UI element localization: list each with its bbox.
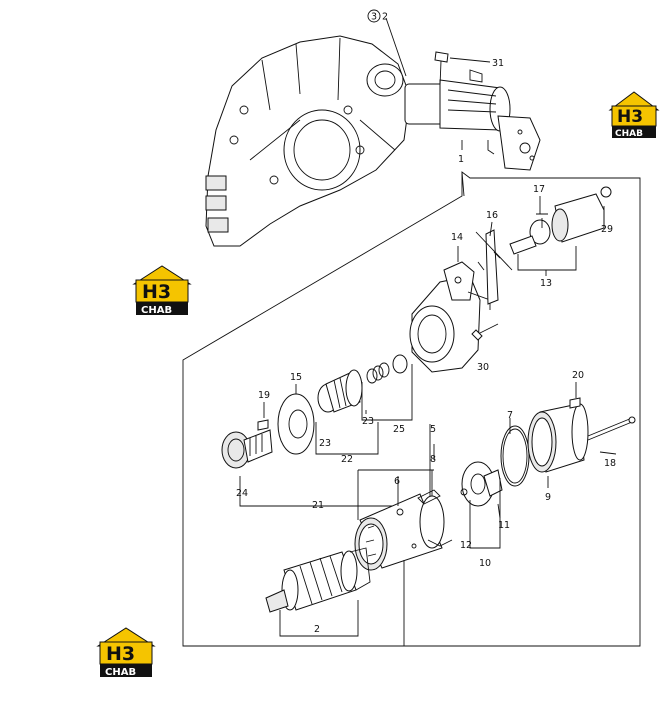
pinion-gear [221, 429, 273, 469]
bolt-31 [434, 51, 491, 87]
callout-23b: 23 [362, 416, 374, 427]
callout-16: 16 [486, 210, 498, 221]
watermark-logo-left: H3 CHAB [132, 265, 192, 316]
brush-holder [460, 461, 503, 507]
callout-30: 30 [477, 362, 489, 373]
svg-text:CHAB: CHAB [615, 129, 643, 139]
retaining-plate [277, 393, 315, 455]
overrunning-clutch [317, 369, 363, 413]
callout-21: 21 [312, 500, 324, 511]
flywheel-housing [205, 35, 411, 247]
callout-2: 2 [314, 624, 320, 635]
callout-31: 31 [492, 58, 504, 69]
callout-15: 15 [290, 372, 302, 383]
callout-23a: 23 [319, 438, 331, 449]
yoke-field-frame [354, 489, 453, 571]
callout-3-2: 3 2 [367, 9, 388, 23]
bolt-30 [471, 323, 499, 341]
callout-13: 13 [540, 278, 552, 289]
callout-6: 6 [394, 476, 400, 487]
callout-29: 29 [601, 224, 613, 235]
starter-assembly [404, 69, 541, 171]
drive-lever [475, 229, 513, 305]
callout-22: 22 [341, 454, 353, 465]
callout-19: 19 [258, 390, 270, 401]
callout-1: 1 [458, 154, 464, 165]
exploded-view-frame [182, 171, 641, 647]
armature [265, 547, 371, 613]
svg-text:H3: H3 [617, 107, 643, 127]
callout-11: 11 [498, 520, 510, 531]
callout-25: 25 [393, 424, 405, 435]
solenoid-switch [509, 186, 612, 255]
callout-5: 5 [430, 424, 436, 435]
callout-7: 7 [507, 410, 513, 421]
svg-text:2: 2 [382, 12, 388, 23]
o-ring [500, 425, 530, 487]
bolt-19 [257, 419, 269, 431]
callout-14: 14 [451, 232, 463, 243]
callout-24: 24 [236, 488, 248, 499]
watermark-logo-right: H3 CHAB [608, 91, 660, 139]
svg-text:H3: H3 [142, 281, 171, 303]
svg-text:H3: H3 [106, 643, 135, 665]
svg-text:CHAB: CHAB [141, 305, 172, 316]
front-bracket [409, 261, 491, 373]
rear-end-cover [527, 403, 589, 473]
svg-text:CHAB: CHAB [105, 667, 136, 678]
callout-10: 10 [479, 558, 491, 569]
watermark-logo-bottom: H3 CHAB [96, 627, 156, 678]
callout-17: 17 [533, 184, 545, 195]
screw-20 [569, 397, 581, 409]
callout-8: 8 [430, 454, 436, 465]
through-bolt-18 [587, 416, 636, 441]
callout-12: 12 [460, 540, 472, 551]
callout-18: 18 [604, 458, 616, 469]
svg-text:3: 3 [371, 12, 377, 23]
callout-20: 20 [572, 370, 584, 381]
spring-set [366, 354, 408, 384]
callout-9: 9 [545, 492, 551, 503]
